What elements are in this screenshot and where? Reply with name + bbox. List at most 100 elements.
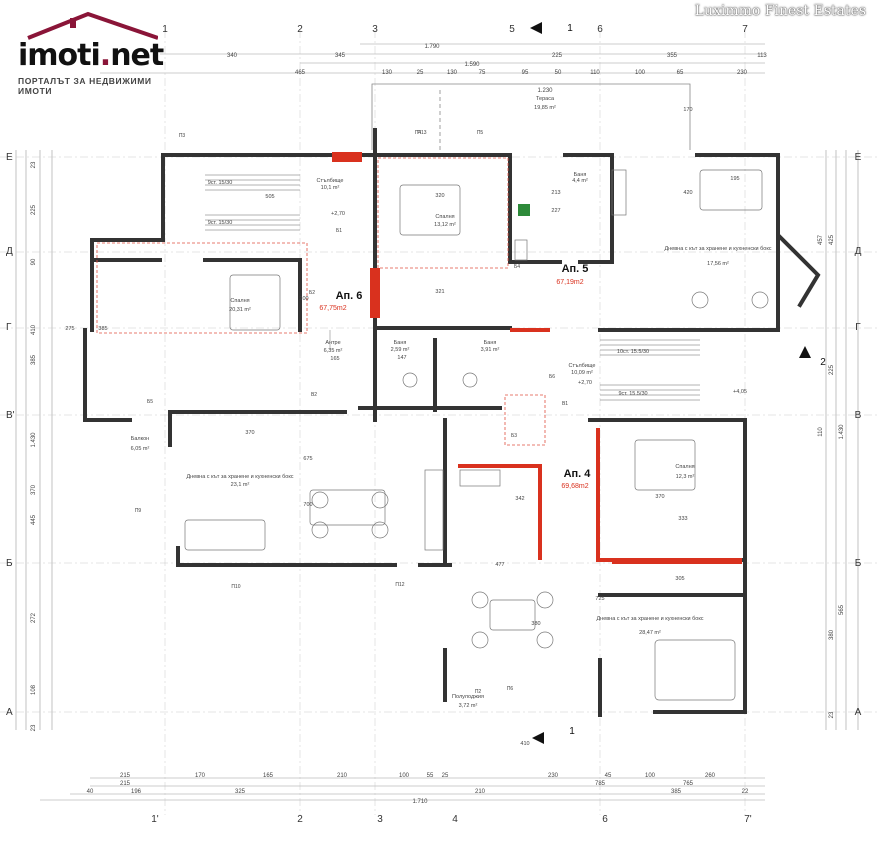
opening-mark: Б4 [514, 264, 520, 270]
room-name: Дневна с кът за хранене и кухненски бокс [596, 616, 703, 622]
dimension: 385 [31, 354, 37, 365]
dimension: 765 [683, 781, 694, 787]
grid-label-right: Б [855, 558, 862, 569]
apartment-name: Ап. 5 [562, 263, 589, 275]
logo-tagline: ПОРТАЛЪТ ЗА НЕДВИЖИМИ ИМОТИ [18, 76, 152, 96]
dimension: 355 [667, 53, 678, 59]
stair-count: 9ст. 15/30 [208, 220, 233, 226]
grid-label-right: Г [855, 322, 861, 333]
apartment-name: Ап. 4 [564, 468, 592, 480]
grid-label-bottom: 4 [452, 814, 458, 825]
dimension: 23 [31, 161, 37, 168]
dimension: 170 [195, 773, 206, 779]
dimension: 340 [227, 53, 238, 59]
section-arrow-right [799, 346, 811, 358]
dimension: 465 [295, 70, 306, 76]
room-dimension: 275 [65, 326, 74, 332]
section-mark-right: 2 [820, 357, 826, 368]
dimension: 50 [555, 70, 562, 76]
dimension: 785 [595, 781, 606, 787]
room-area: 3,72 m² [459, 703, 478, 709]
apartment-area: 67,19m2 [556, 279, 583, 286]
section-arrow-top [530, 22, 542, 34]
opening-mark: Б5 [147, 399, 153, 405]
dimension: 380 [829, 629, 835, 640]
room-dimension: 410 [520, 741, 529, 747]
stair-count: 9ст. 15.5/30 [618, 391, 647, 397]
room-name: Дневна с кът за хранене и кухненски бокс [664, 246, 771, 252]
room-area: 17,56 m² [707, 261, 729, 267]
dimension: 130 [447, 70, 458, 76]
dimension: 370 [31, 484, 37, 495]
house-roof-icon [27, 11, 158, 40]
room-dimension: 320 [435, 193, 444, 199]
dimension: 425 [829, 234, 835, 245]
dimension: 565 [839, 604, 845, 615]
grid-label-top: 1 [162, 24, 168, 35]
dimension: 230 [737, 70, 748, 76]
room-dimension: 147 [397, 355, 406, 361]
grid-label-right: Е [855, 152, 862, 163]
grid-label-right: А [855, 707, 862, 718]
opening-mark: П10 [231, 584, 240, 590]
room-dimension: 195 [730, 176, 739, 182]
grid-label-left: Д [6, 246, 13, 257]
apartment-name: Ап. 6 [336, 290, 363, 302]
dimension: 210 [475, 789, 486, 795]
section-arrow-bottom [532, 732, 544, 744]
opening-mark: Б2 [309, 290, 315, 296]
room-area: 20,31 m² [229, 307, 251, 313]
dimension: 325 [235, 789, 246, 795]
room-area: 6,05 m² [131, 446, 150, 452]
dimension: 165 [263, 773, 274, 779]
dimension: 215 [120, 773, 131, 779]
dimension: 230 [548, 773, 559, 779]
dimension: 100 [645, 773, 656, 779]
dimension: 196 [131, 789, 142, 795]
dimension: 25 [417, 70, 424, 76]
grid-label-bottom: 2 [297, 814, 303, 825]
dimension: 385 [671, 789, 682, 795]
grid-label-left: В' [6, 410, 15, 421]
red-walls [458, 328, 612, 562]
opening-mark: П4 [415, 130, 422, 136]
apartment-area: 69,68m2 [561, 483, 588, 490]
room-name: Баня [394, 340, 407, 346]
room-dimension: 725 [595, 596, 604, 602]
opening-mark: В1 [562, 401, 568, 407]
level-mark: +4,05 [733, 389, 747, 395]
room-area: 19,85 m² [534, 105, 556, 111]
dimension: 1.710 [412, 799, 428, 805]
room-area: 23,1 m² [231, 482, 250, 488]
room-area: 4,4 m² [572, 178, 588, 184]
opening-mark: В2 [311, 392, 317, 398]
room-name: Спалня [675, 464, 694, 470]
dimension: 225 [552, 53, 563, 59]
room-dimension: 200 [299, 296, 308, 302]
imoti-logo: imoti.net ПОРТАЛЪТ ЗА НЕДВИЖИМИ ИМОТИ [8, 8, 168, 96]
room-name: Балкон [131, 436, 149, 442]
dimension: 1.790 [424, 44, 440, 50]
room-area: 13,12 m² [434, 222, 456, 228]
dimension: 22 [742, 789, 749, 795]
grid-label-bottom: 3 [377, 814, 383, 825]
dimension: 75 [479, 70, 486, 76]
room-name: Баня [574, 172, 587, 178]
dimension: 1.430 [839, 424, 845, 440]
dimension: 23 [31, 724, 37, 731]
grid-label-top: 7 [742, 24, 748, 35]
room-area: 10,1 m² [321, 185, 340, 191]
grid-label-bottom: 1' [151, 814, 159, 825]
dimension: 410 [31, 324, 37, 335]
room-dimension: 420 [683, 190, 692, 196]
dimension: 210 [337, 773, 348, 779]
room-dimension: 370 [245, 430, 254, 436]
room-name: Тераса [536, 96, 555, 102]
furniture [184, 169, 769, 701]
room-area: 10,09 m² [571, 370, 593, 376]
room-dimension: 700 [303, 502, 312, 508]
opening-mark: П2 [475, 689, 482, 695]
dimension: 55 [427, 773, 434, 779]
green-marker [518, 204, 530, 216]
stair-count: 9ст. 15/30 [208, 180, 233, 186]
